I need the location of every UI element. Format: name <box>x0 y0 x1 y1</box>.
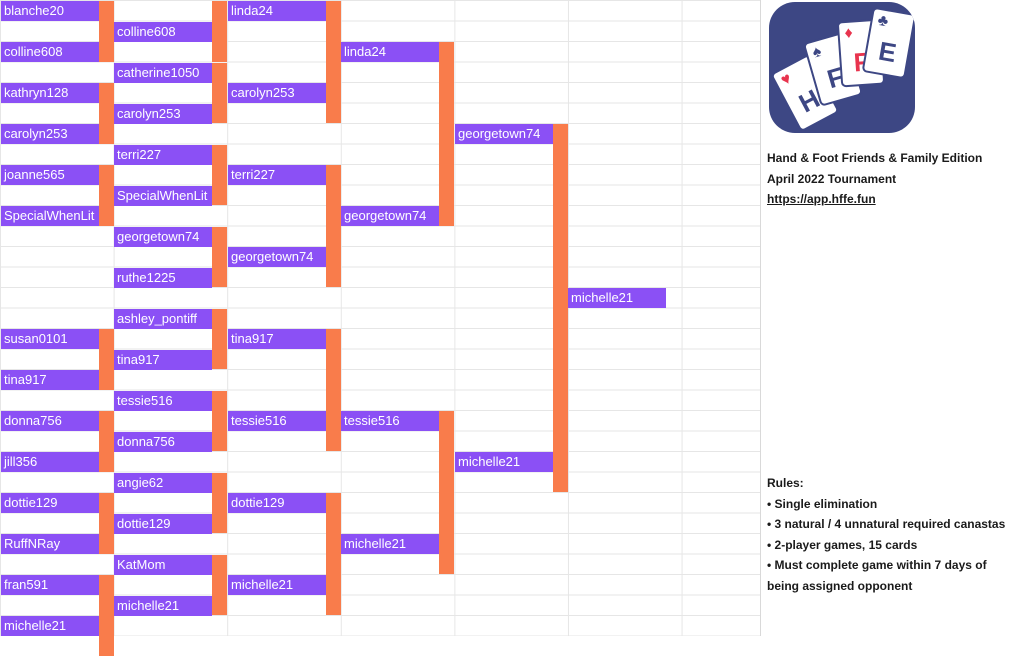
logo-card-e: ♣ E <box>861 6 915 80</box>
bracket-connector <box>326 329 341 451</box>
bracket-connector <box>212 62 227 123</box>
round2-player-slot[interactable]: carolyn253 <box>114 103 212 124</box>
rule-item: being assigned opponent <box>767 578 913 593</box>
round3-player-slot[interactable]: michelle21 <box>228 575 326 595</box>
round2-player-slot[interactable]: ashley_pontiff <box>114 308 212 329</box>
round1-player-slot[interactable]: colline608 <box>1 42 99 62</box>
bracket-connector <box>212 1 227 62</box>
rule-item: • 2-player games, 15 cards <box>767 537 918 552</box>
sheet-divider <box>760 0 761 636</box>
round2-player-slot[interactable]: catherine1050 <box>114 62 212 83</box>
round1-player-slot[interactable]: kathryn128 <box>1 83 99 103</box>
bracket-connector <box>212 390 227 451</box>
rule-item: • 3 natural / 4 unnatural required canas… <box>767 517 1006 531</box>
round2-player-slot[interactable]: KatMom <box>114 554 212 575</box>
round1-player-slot[interactable]: RuffNRay <box>1 534 99 554</box>
round2-player-slot[interactable]: ruthe1225 <box>114 267 212 288</box>
bracket-connector <box>326 1 341 123</box>
tournament-name: April 2022 Tournament <box>767 171 897 186</box>
bracket-connector <box>99 165 114 226</box>
round4-player-slot[interactable]: linda24 <box>341 42 439 62</box>
round2-player-slot[interactable]: tessie516 <box>114 390 212 411</box>
round4-player-slot[interactable]: michelle21 <box>341 534 439 554</box>
round1-player-slot[interactable]: fran591 <box>1 575 99 595</box>
round4-player-slot[interactable]: tessie516 <box>341 411 439 431</box>
round1-player-slot[interactable]: dottie129 <box>1 493 99 513</box>
round3-player-slot[interactable]: georgetown74 <box>228 247 326 267</box>
bracket-connector <box>553 124 568 492</box>
round2-player-slot[interactable]: SpecialWhenLit <box>114 185 212 206</box>
rule-item: • Must complete game within 7 days of <box>767 558 987 572</box>
round2-player-slot[interactable]: georgetown74 <box>114 226 212 247</box>
round2-player-slot[interactable]: michelle21 <box>114 595 212 616</box>
round1-player-slot[interactable]: michelle21 <box>1 616 99 636</box>
bracket-connector <box>326 493 341 615</box>
logo-letter: E <box>876 35 899 69</box>
bracket-connector <box>212 472 227 533</box>
round1-player-slot[interactable]: donna756 <box>1 411 99 431</box>
round3-player-slot[interactable]: tessie516 <box>228 411 326 431</box>
heart-icon: ♥ <box>778 69 795 90</box>
round1-player-slot[interactable]: jill356 <box>1 452 99 472</box>
bracket-connector <box>99 411 114 472</box>
bracket-connector <box>326 165 341 287</box>
app-title: Hand & Foot Friends & Family Edition <box>767 151 983 165</box>
bracket-connector <box>99 1 114 62</box>
round1-player-slot[interactable]: joanne565 <box>1 165 99 185</box>
rules-heading: Rules: <box>767 476 804 490</box>
round5-player-slot[interactable]: michelle21 <box>455 452 553 472</box>
spade-icon: ♠ <box>810 42 824 62</box>
bracket-connector <box>439 42 454 226</box>
round2-player-slot[interactable]: colline608 <box>114 21 212 42</box>
round3-player-slot[interactable]: tina917 <box>228 329 326 349</box>
bracket-connector <box>212 144 227 205</box>
tournament-info: Hand & Foot Friends & Family Edition Apr… <box>767 148 1017 210</box>
round1-player-slot[interactable]: carolyn253 <box>1 124 99 144</box>
bracket-sheet: blanche20 colline608 kathryn128 carolyn253 j… <box>0 0 760 656</box>
round3-player-slot[interactable]: terri227 <box>228 165 326 185</box>
round3-player-slot[interactable]: dottie129 <box>228 493 326 513</box>
bracket-connector <box>212 226 227 287</box>
round2-player-slot[interactable]: dottie129 <box>114 513 212 534</box>
round1-player-slot[interactable]: blanche20 <box>1 1 99 21</box>
bracket-connector <box>99 329 114 390</box>
round1-player-slot[interactable]: susan0101 <box>1 329 99 349</box>
bracket-connector <box>439 411 454 574</box>
app-link[interactable]: https://app.hffe.fun <box>767 192 876 206</box>
champion-slot[interactable]: michelle21 <box>568 288 666 308</box>
diamond-icon: ♦ <box>844 24 854 43</box>
bracket-connector <box>99 575 114 656</box>
bracket-connector <box>99 83 114 144</box>
rules-section: Rules: • Single elimination • 3 natural … <box>767 473 1023 596</box>
round3-player-slot[interactable]: linda24 <box>228 1 326 21</box>
bracket-connector <box>212 554 227 615</box>
round1-player-slot[interactable]: tina917 <box>1 370 99 390</box>
round3-player-slot[interactable]: carolyn253 <box>228 83 326 103</box>
rule-item: • Single elimination <box>767 496 878 511</box>
bracket-connector <box>99 493 114 554</box>
round4-player-slot[interactable]: georgetown74 <box>341 206 439 226</box>
round1-player-slot[interactable]: SpecialWhenLit <box>1 206 99 226</box>
bracket-connector <box>212 308 227 369</box>
club-icon: ♣ <box>876 11 890 31</box>
round5-player-slot[interactable]: georgetown74 <box>455 124 553 144</box>
round2-player-slot[interactable]: terri227 <box>114 144 212 165</box>
round2-player-slot[interactable]: angie62 <box>114 472 212 493</box>
hffe-app-logo: ♥ H ♠ F ♦ F ♣ E <box>769 2 915 133</box>
round2-player-slot[interactable]: tina917 <box>114 349 212 370</box>
round2-player-slot[interactable]: donna756 <box>114 431 212 452</box>
